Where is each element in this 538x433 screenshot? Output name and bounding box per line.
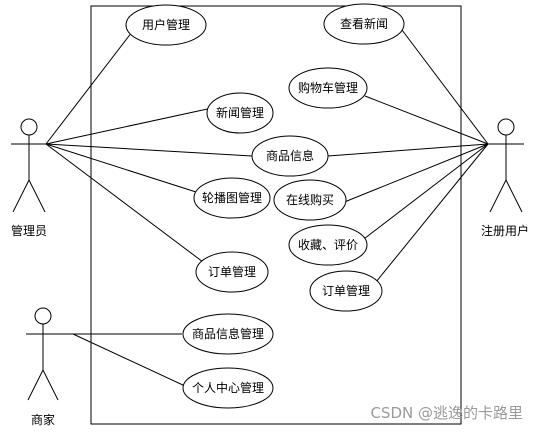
actor-user-head (497, 118, 515, 136)
actor-merchant: 商家 (26, 307, 74, 427)
actor-user: 注册用户 (481, 118, 529, 238)
use-case-favorite-review-label: 收藏、评价 (298, 238, 358, 252)
assoc-admin-product-info (45, 143, 253, 157)
use-case-user-mgmt: 用户管理 (125, 4, 207, 46)
use-case-online-buy: 在线购买 (273, 179, 347, 221)
assoc-user-product-info (327, 143, 489, 157)
use-case-carousel-mgmt-ellipse (193, 177, 271, 219)
assoc-user-order-mgmt (375, 143, 489, 283)
association-lines (45, 29, 489, 387)
use-case-user-mgmt-label: 用户管理 (142, 17, 190, 32)
actor-merchant-head (34, 307, 52, 325)
actor-merchant-right-leg (42, 369, 59, 401)
use-case-product-info-ellipse (251, 135, 329, 177)
assoc-user-cart-mgmt (364, 95, 489, 145)
system-boundary (90, 5, 462, 425)
use-case-view-news-ellipse (323, 3, 405, 45)
use-case-carousel-mgmt-label: 轮播图管理 (202, 190, 262, 205)
use-case-product-info-mgmt-ellipse (182, 313, 274, 355)
use-case-user-order-mgmt-label: 订单管理 (322, 283, 370, 298)
assoc-admin-carousel-mgmt (45, 143, 197, 193)
use-case-favorite-review: 收藏、评价 (288, 224, 368, 266)
actor-admin-label: 管理员 (11, 223, 47, 238)
use-case-product-info-mgmt: 商品信息管理 (182, 313, 274, 355)
use-case-view-news-label: 查看新闻 (340, 16, 388, 31)
use-case-admin-order-mgmt-label: 订单管理 (208, 264, 256, 279)
actor-user-right-leg (505, 179, 523, 213)
use-case-admin-order-mgmt: 订单管理 (195, 251, 269, 293)
use-case-user-mgmt-ellipse (125, 4, 207, 46)
use-case-favorite-review-ellipse (288, 224, 368, 266)
assoc-admin-order-mgmt (45, 143, 204, 263)
use-case-cart-mgmt-ellipse (288, 67, 368, 109)
use-case-product-info-mgmt-label: 商品信息管理 (192, 326, 264, 341)
use-case-cart-mgmt: 购物车管理 (288, 67, 368, 109)
use-case-news-mgmt: 新闻管理 (206, 92, 274, 134)
actor-admin-right-leg (28, 179, 46, 213)
assoc-user-online-buy (341, 143, 489, 204)
actor-merchant-label: 商家 (31, 412, 55, 427)
use-case-personal-center-mgmt-label: 个人中心管理 (192, 380, 264, 395)
use-case-admin-order-mgmt-ellipse (195, 251, 269, 293)
use-case-news-mgmt-label: 新闻管理 (216, 105, 264, 120)
use-case-user-order-mgmt: 订单管理 (309, 270, 383, 312)
assoc-admin-user-mgmt (45, 31, 133, 145)
use-case-online-buy-label: 在线购买 (286, 192, 334, 207)
actor-merchant-left-leg (27, 369, 44, 401)
assoc-merchant-personal-center (72, 333, 186, 387)
use-case-cart-mgmt-label: 购物车管理 (298, 80, 358, 95)
use-case-news-mgmt-ellipse (206, 92, 274, 134)
actor-admin-head (20, 118, 38, 136)
use-case-user-order-mgmt-ellipse (309, 270, 383, 312)
assoc-user-view-news (401, 29, 489, 145)
assoc-user-favorite-review (355, 143, 489, 246)
actor-user-label: 注册用户 (481, 223, 529, 238)
watermark-text: CSDN @逃逸的卡路里 (370, 404, 523, 422)
use-case-carousel-mgmt: 轮播图管理 (193, 177, 271, 219)
use-case-personal-center-mgmt: 个人中心管理 (182, 367, 274, 409)
actor-admin: 管理员 (11, 118, 47, 238)
use-case-personal-center-mgmt-ellipse (182, 367, 274, 409)
actor-user-left-leg (489, 179, 507, 213)
actor-admin-left-leg (12, 179, 30, 213)
use-case-view-news: 查看新闻 (323, 3, 405, 45)
use-case-product-info-label: 商品信息 (266, 148, 314, 163)
assoc-admin-news-mgmt (45, 107, 213, 145)
use-case-online-buy-ellipse (273, 179, 347, 221)
use-case-product-info: 商品信息 (251, 135, 329, 177)
